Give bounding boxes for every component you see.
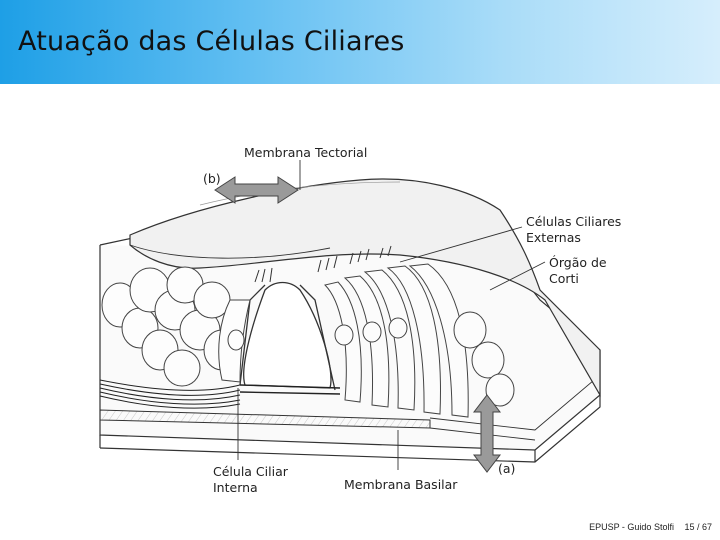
label-inner-hair-cell-1: Célula Ciliar bbox=[213, 464, 288, 479]
footer-source: EPUSP - Guido Stolfi bbox=[589, 522, 674, 532]
inner-hair-cell bbox=[218, 299, 251, 383]
vertical-arrow-a bbox=[472, 394, 502, 473]
slide-title: Atuação das Células Ciliares bbox=[18, 26, 405, 57]
shear-arrow-b bbox=[214, 176, 299, 204]
page-number: 15 / 67 bbox=[684, 522, 712, 532]
slide-footer: EPUSP - Guido Stolfi 15 / 67 bbox=[589, 522, 712, 532]
tunnel-of-corti bbox=[239, 281, 336, 391]
label-organ-of-corti-1: Órgão de bbox=[549, 255, 607, 270]
stereocilia bbox=[254, 245, 392, 283]
tectorial-membrane bbox=[129, 178, 601, 398]
title-bar: Atuação das Células Ciliares bbox=[0, 0, 720, 84]
nerve-fibers bbox=[99, 379, 341, 409]
label-a: (a) bbox=[498, 461, 516, 476]
label-outer-hair-cells-1: Células Ciliares bbox=[526, 214, 622, 229]
basilar-membrane bbox=[99, 409, 431, 429]
label-organ-of-corti-2: Corti bbox=[549, 271, 579, 286]
label-outer-hair-cells-2: Externas bbox=[526, 230, 581, 245]
leader-lines bbox=[237, 160, 546, 470]
label-tectorial-membrane: Membrana Tectorial bbox=[244, 145, 368, 160]
label-basilar-membrane: Membrana Basilar bbox=[344, 477, 458, 492]
label-b: (b) bbox=[203, 171, 221, 186]
outer-hair-cells bbox=[324, 263, 515, 418]
label-inner-hair-cell-2: Interna bbox=[213, 480, 258, 495]
